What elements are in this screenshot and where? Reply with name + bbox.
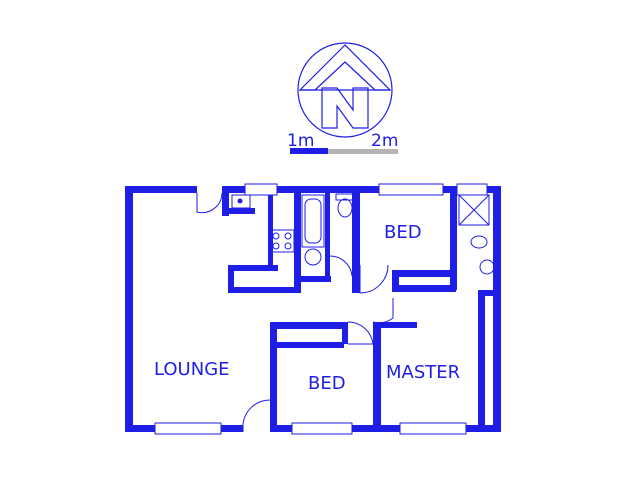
doors bbox=[196, 192, 394, 432]
basin-icon bbox=[304, 248, 322, 266]
room-label-bed-top: BED bbox=[384, 222, 422, 243]
room-label-bed-middle: BED bbox=[308, 373, 346, 394]
room-label-lounge: LOUNGE bbox=[154, 359, 230, 380]
north-arrow-icon bbox=[297, 42, 393, 138]
shower-icon bbox=[458, 194, 490, 226]
scale-label-1m: 1m bbox=[287, 131, 314, 151]
toilet-icon bbox=[337, 198, 353, 218]
stove-icon bbox=[269, 229, 295, 253]
scale-label-2m: 2m bbox=[371, 131, 398, 151]
sink-icon bbox=[231, 194, 251, 209]
master-toilet-icon bbox=[470, 235, 488, 249]
fixtures bbox=[231, 193, 495, 275]
room-label-master: MASTER bbox=[386, 362, 460, 383]
scale-bar: 1m 2m bbox=[287, 131, 398, 154]
windows bbox=[154, 183, 488, 435]
walls bbox=[125, 186, 501, 432]
bathtub-icon bbox=[301, 194, 325, 248]
master-basin-icon bbox=[479, 259, 495, 275]
